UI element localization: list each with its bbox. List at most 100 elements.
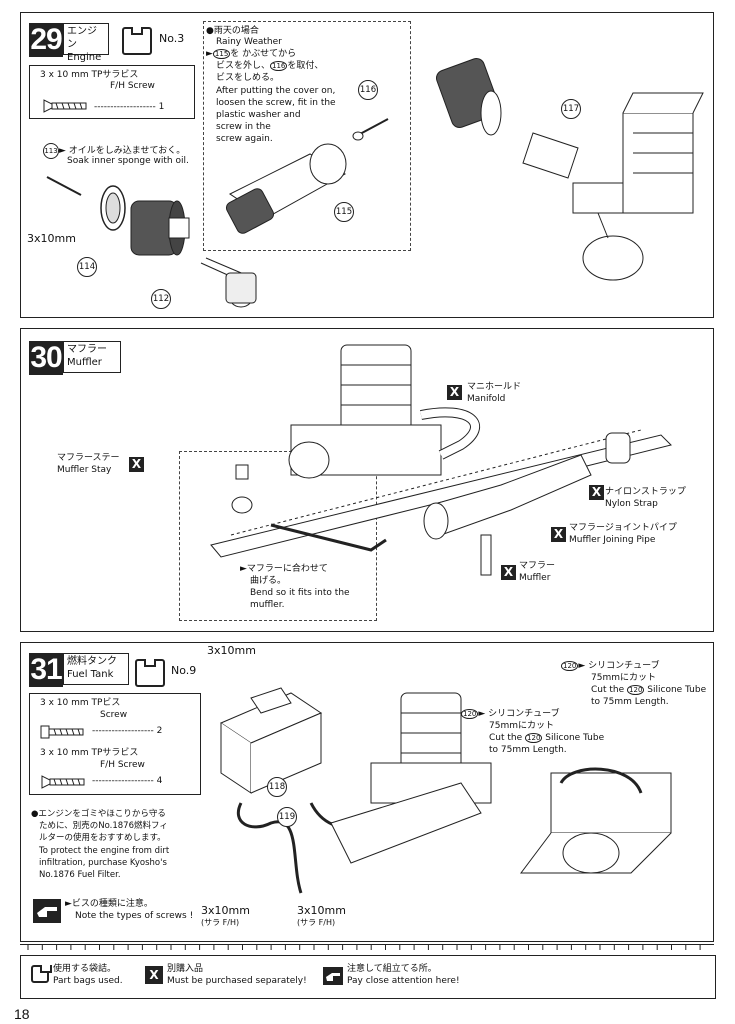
purchase-separately-icon: X bbox=[501, 565, 516, 580]
part-117-label: 117 bbox=[561, 99, 581, 119]
top-screw-label: 3x10mm bbox=[207, 644, 256, 657]
rainy-title-en: Rainy Weather bbox=[216, 37, 282, 47]
filter-en3: No.1876 Fuel Filter. bbox=[39, 870, 121, 880]
step-title-en: Engine bbox=[67, 52, 102, 63]
step-title-jp: マフラー bbox=[67, 344, 107, 355]
rainy-en5: screw again. bbox=[216, 134, 273, 144]
rainy-en1: After putting the cover on, bbox=[216, 86, 336, 96]
tube-a-en2: to 75mm Length. bbox=[591, 697, 669, 707]
step-title-en: Fuel Tank bbox=[67, 669, 114, 680]
rainy-jp2b: を取付、 bbox=[287, 61, 324, 71]
purchase-separately-icon: X bbox=[145, 966, 163, 984]
screw-box: 3 x 10 mm TPサラビス F/H Screw -------------… bbox=[29, 65, 195, 119]
purchase-separately-icon: X bbox=[551, 527, 566, 542]
muffler-stay-en: Muffler Stay bbox=[57, 465, 112, 475]
muffler-jp: マフラー bbox=[519, 561, 556, 571]
manifold-jp: マニホールド bbox=[467, 382, 522, 392]
bottom-screw-sub-1: (サラ F/H) bbox=[201, 918, 240, 927]
part-113-note-jp: オイルをしみ込ませておく。 bbox=[68, 146, 186, 156]
bend-en2: muffler. bbox=[250, 600, 285, 610]
nylon-strap-en: Nylon Strap bbox=[605, 499, 658, 509]
tube-a-en1-text: Cut the bbox=[591, 685, 625, 695]
bend-jp1: ►マフラーに合わせて bbox=[240, 564, 328, 574]
rainy-jp3: ビスをしめる。 bbox=[216, 73, 280, 83]
step-number: 31 bbox=[29, 653, 63, 687]
bend-jp2: 曲げる。 bbox=[250, 576, 287, 586]
step-31-panel: 31 燃料タンク Fuel Tank No.9 3 x 10 mm TPビス S… bbox=[20, 642, 714, 942]
rainy-jp1: を かぶせてから bbox=[230, 49, 297, 59]
filter-en1: To protect the engine from dirt bbox=[39, 846, 170, 856]
screw-name: F/H Screw bbox=[110, 81, 155, 91]
filter-jp2: ために、別売のNo.1876燃料フィ bbox=[39, 821, 168, 831]
tube-note-b-jp: 120► シリコンチューブ bbox=[461, 709, 560, 719]
legend-bag-jp: 使用する袋詰。 bbox=[53, 964, 117, 974]
filter-jp3: ルターの使用をおすすめします。 bbox=[39, 833, 166, 843]
legend-bag-en: Part bags used. bbox=[53, 976, 123, 986]
bottom-screw-label-1: 3x10mm bbox=[201, 904, 250, 917]
screw-icon bbox=[43, 99, 87, 113]
screw1-icon bbox=[40, 725, 84, 739]
tube-b-en1-text: Cut the bbox=[489, 733, 523, 743]
manifold-en: Manifold bbox=[467, 394, 506, 404]
bag-icon bbox=[135, 659, 165, 687]
purchase-separately-icon: X bbox=[589, 485, 604, 500]
screw2-qty-line: ------------------- 4 bbox=[92, 776, 163, 786]
part-119-label: 119 bbox=[277, 807, 297, 827]
screw-spec: 3 x 10 mm TPサラビス bbox=[40, 70, 139, 80]
screw1-qty-line: ------------------- 2 bbox=[92, 726, 163, 736]
part-112-label: 112 bbox=[151, 289, 171, 309]
ruler-line bbox=[20, 944, 714, 953]
bag-icon bbox=[122, 27, 152, 55]
attention-hand-icon bbox=[33, 899, 61, 923]
engine-drawing-29 bbox=[436, 58, 704, 281]
step-title-jp: 燃料タンク bbox=[67, 656, 117, 667]
legend-x-jp: 別購入品 bbox=[167, 964, 204, 974]
screw-size-label: 3x10mm bbox=[27, 232, 76, 245]
rainy-cover-drawing bbox=[225, 118, 389, 234]
step-title-en: Muffler bbox=[67, 357, 102, 368]
muffler-stay-jp: マフラーステー bbox=[57, 453, 120, 463]
filter-jp1: ●エンジンをゴミやほこりから守る bbox=[31, 809, 166, 819]
screw2-name: F/H Screw bbox=[100, 760, 145, 770]
muffler-assembly-drawing bbox=[210, 344, 672, 576]
part-113-note-en: Soak inner sponge with oil. bbox=[67, 156, 189, 166]
part-114-label: 114 bbox=[77, 257, 97, 277]
bag-number: No.3 bbox=[159, 32, 185, 45]
tube-b-en1: Cut the 120 Silicone Tube bbox=[489, 733, 605, 743]
part-116-label: 116 bbox=[358, 80, 378, 100]
tube-a-jp: シリコンチューブ bbox=[588, 661, 660, 671]
screw1-name: Screw bbox=[100, 710, 128, 720]
screw2-qty: 4 bbox=[156, 776, 163, 786]
bag-icon bbox=[31, 965, 52, 983]
bend-jp1-text: マフラーに合わせて bbox=[246, 564, 328, 574]
joining-pipe-en: Muffler Joining Pipe bbox=[569, 535, 656, 545]
ruler-ticks bbox=[27, 944, 701, 950]
screw-box: 3 x 10 mm TPビス Screw -------------------… bbox=[29, 693, 201, 795]
attention-hand-icon bbox=[323, 967, 343, 985]
page-number: 18 bbox=[14, 1006, 30, 1022]
muffler-en: Muffler bbox=[519, 573, 551, 583]
screw-qty: 1 bbox=[158, 102, 165, 112]
tube-a-en1: Cut the 120 Silicone Tube bbox=[591, 685, 707, 695]
tube-a-jp2: 75mmにカット bbox=[591, 673, 656, 683]
tube-b-en2: to 75mm Length. bbox=[489, 745, 567, 755]
fuel-tank-drawing bbox=[219, 687, 672, 894]
step-29-panel: 29 エンジン Engine No.3 3 x 10 mm TPサラビス F/H… bbox=[20, 12, 714, 318]
screw2-spec: 3 x 10 mm TPサラビス bbox=[40, 748, 139, 758]
step-title: マフラー Muffler bbox=[63, 341, 121, 373]
air-filter-parts-drawing bbox=[46, 176, 257, 308]
part-113-label: 113 bbox=[43, 143, 59, 159]
legend-note-en: Pay close attention here! bbox=[347, 976, 460, 986]
step-number: 29 bbox=[29, 23, 63, 57]
tube-b-jp: シリコンチューブ bbox=[488, 709, 560, 719]
joining-pipe-jp: マフラージョイントパイプ bbox=[569, 523, 677, 533]
step-title: エンジン Engine bbox=[63, 23, 109, 63]
muffler-stay-box: ►マフラーに合わせて 曲げる。 Bend so it fits into the… bbox=[179, 451, 377, 621]
legend-x-en: Must be purchased separately! bbox=[167, 976, 307, 986]
tube-b-en1b: Silicone Tube bbox=[545, 733, 605, 743]
step-number: 30 bbox=[29, 341, 63, 375]
screw1-spec: 3 x 10 mm TPビス bbox=[40, 698, 121, 708]
